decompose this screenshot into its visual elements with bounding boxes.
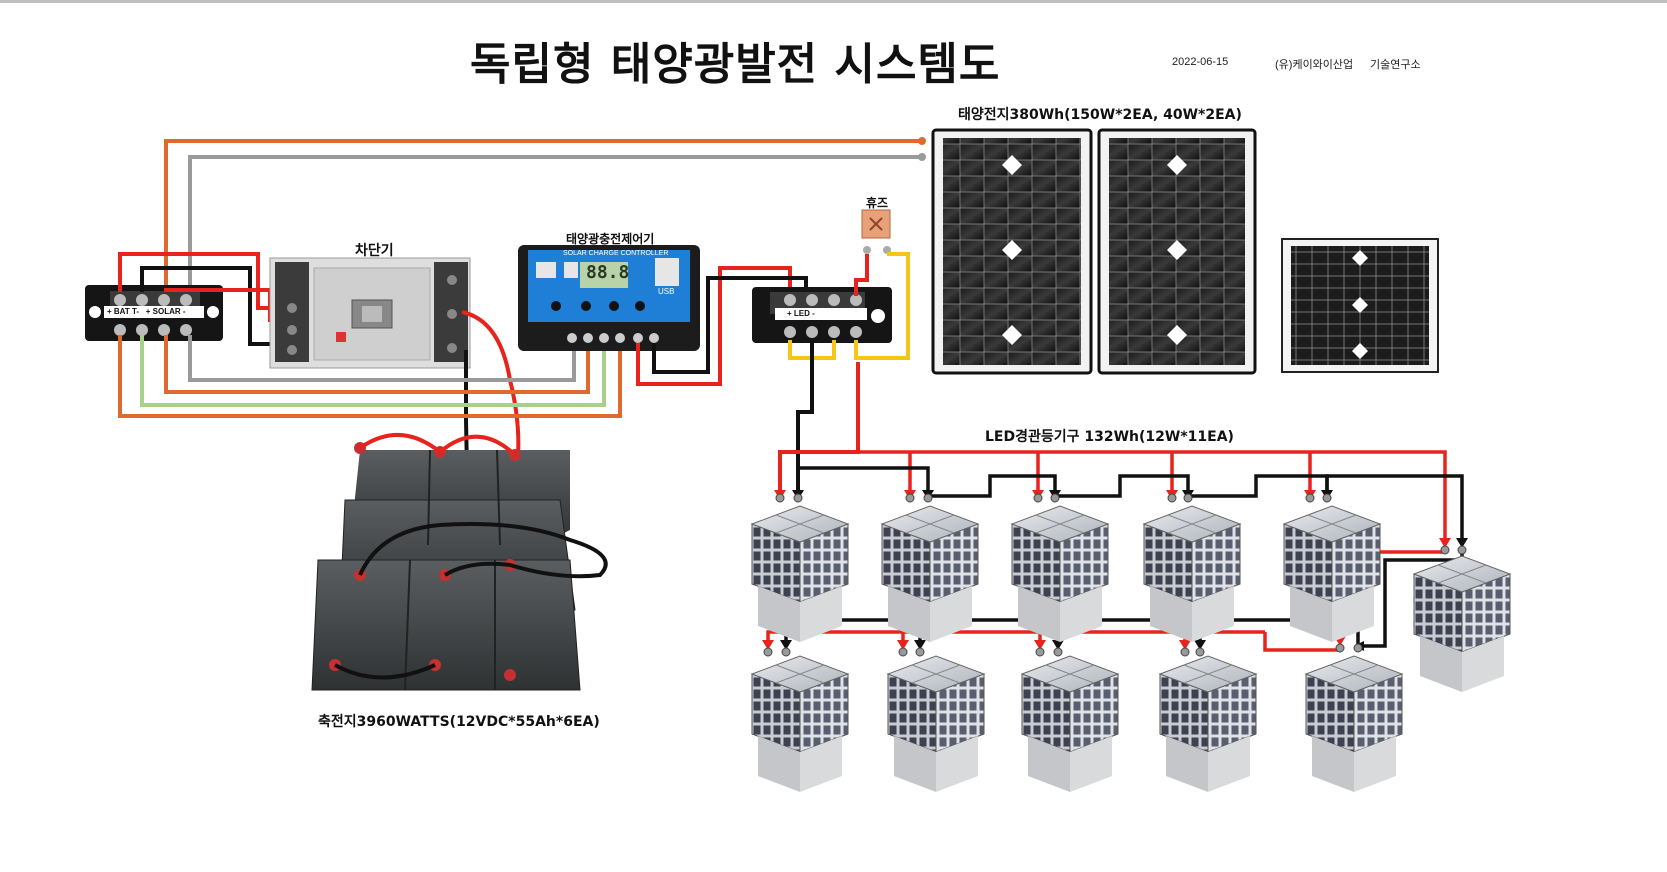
controller-label: 태양광충전제어기 bbox=[566, 232, 655, 246]
terminal-block-right bbox=[752, 287, 892, 343]
company-name: (유)케이와이산업 bbox=[1275, 59, 1354, 71]
document-date: 2022-06-15 bbox=[1172, 56, 1229, 68]
battery-label: 축전지3960WATTS(12VDC*55Ah*6EA) bbox=[318, 714, 600, 730]
charge-controller bbox=[518, 245, 700, 351]
controller-panel-text: SOLAR CHARGE CONTROLLER bbox=[563, 250, 669, 257]
solar-panel-40w bbox=[1281, 238, 1439, 373]
terminal-right-text: + LED - bbox=[787, 309, 815, 318]
fuse bbox=[861, 209, 891, 254]
led-fixtures bbox=[751, 493, 1511, 793]
department-name: 기술연구소 bbox=[1370, 59, 1421, 71]
battery-bank bbox=[311, 433, 608, 691]
solar-panel-150w-2 bbox=[1097, 128, 1257, 375]
controller-usb-label: USB bbox=[658, 287, 675, 296]
terminal-block-left bbox=[85, 285, 223, 341]
solar-panels-label: 태양전지380Wh(150W*2EA, 40W*2EA) bbox=[958, 107, 1242, 123]
led-label: LED경관등기구 132Wh(12W*11EA) bbox=[985, 429, 1234, 445]
fuse-label: 휴즈 bbox=[866, 196, 889, 210]
top-border bbox=[0, 0, 1667, 3]
solar-panel-150w-1 bbox=[931, 128, 1093, 375]
page-title: 독립형 태양광발전 시스템도 bbox=[470, 39, 1001, 90]
circuit-breaker bbox=[269, 257, 471, 369]
solar-wires bbox=[164, 137, 926, 292]
controller-display: 88.8 bbox=[586, 262, 630, 283]
breaker-label: 차단기 bbox=[355, 243, 394, 259]
terminal-left-text: + BAT T- + SOLAR - bbox=[107, 307, 186, 316]
